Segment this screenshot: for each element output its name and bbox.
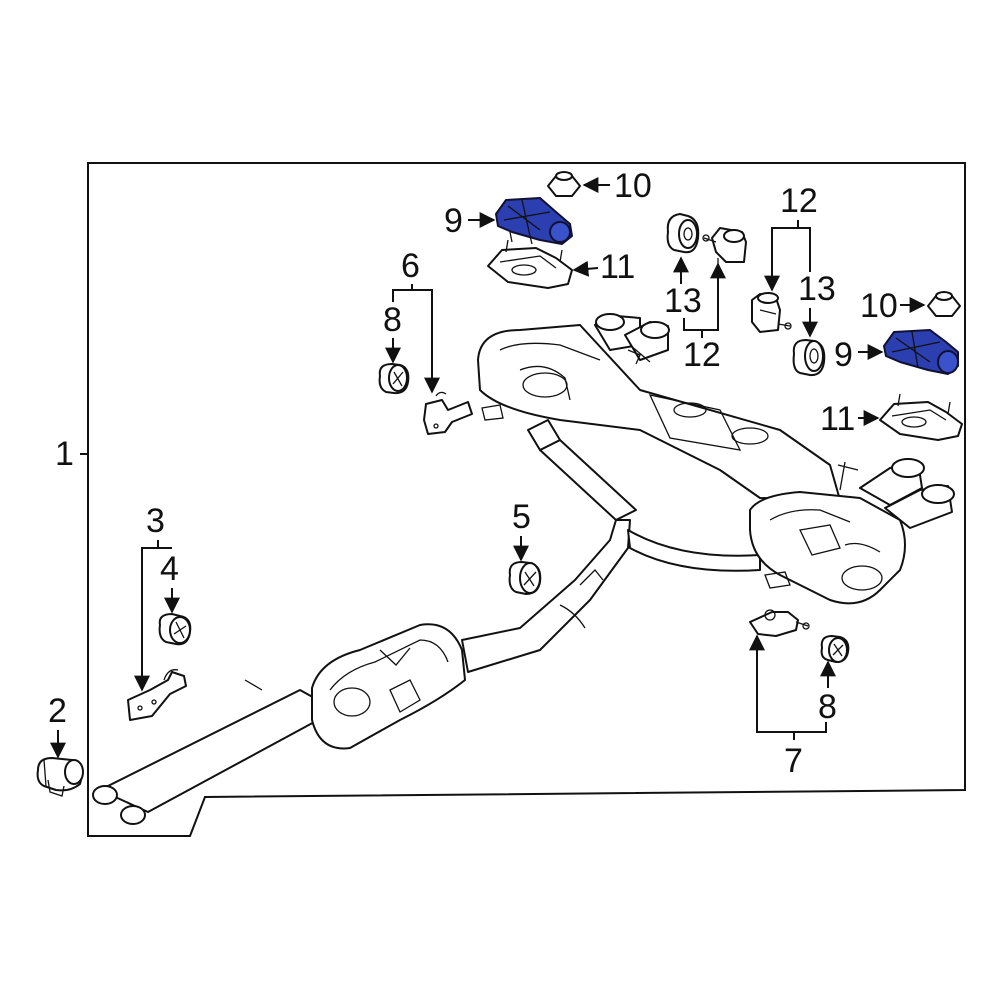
clamp-part-2	[36, 757, 84, 797]
insulator-part-8-bottom	[820, 635, 850, 663]
callout-8-bottom: 8	[818, 688, 837, 726]
callout-13-left: 13	[664, 282, 702, 320]
callout-7-leader	[756, 640, 827, 733]
exhaust-assembly	[92, 313, 955, 825]
valve-part-12-right	[751, 292, 792, 333]
callout-6-leader	[392, 284, 413, 302]
insulator-part-4	[158, 613, 192, 646]
insulator-part-8-top	[378, 363, 410, 395]
insulator-part-13-right	[792, 339, 826, 377]
callout-3: 3	[146, 502, 165, 540]
callout-9-left: 9	[444, 202, 463, 240]
insulator-part-13-left	[666, 213, 700, 254]
nut-part-10-left	[547, 171, 581, 197]
bracket-part-11-left	[487, 239, 573, 289]
callout-4: 4	[160, 550, 179, 588]
bracket-part-11-right	[879, 393, 963, 441]
callout-1: 1	[55, 435, 74, 473]
callout-10-right: 10	[860, 287, 898, 325]
callout-11-left: 11	[600, 248, 635, 286]
callout-9-right: 9	[834, 336, 853, 374]
assembly-frame	[87, 162, 966, 837]
callout-12-right: 12	[780, 182, 818, 220]
actuator-part-9-right	[883, 329, 959, 375]
actuator-part-9-left	[495, 197, 573, 245]
nut-part-10-right	[927, 291, 961, 317]
callout-11-left-arrow	[572, 260, 599, 277]
valve-part-12-left	[702, 227, 747, 266]
bracket-part-3	[127, 669, 187, 721]
callout-13-right: 13	[798, 270, 836, 308]
bracket-part-6	[423, 391, 473, 435]
callout-8-top: 8	[383, 301, 402, 339]
insulator-part-5	[508, 561, 542, 595]
callout-12-left: 12	[683, 336, 721, 374]
callout-10-left: 10	[614, 167, 652, 205]
bracket-part-7	[749, 609, 810, 637]
callout-7: 7	[784, 742, 803, 780]
callout-6: 6	[401, 247, 420, 285]
callout-11-right: 11	[820, 400, 855, 438]
callout-2: 2	[48, 692, 67, 730]
callout-5: 5	[512, 498, 531, 536]
callout-3-leader	[134, 540, 159, 692]
